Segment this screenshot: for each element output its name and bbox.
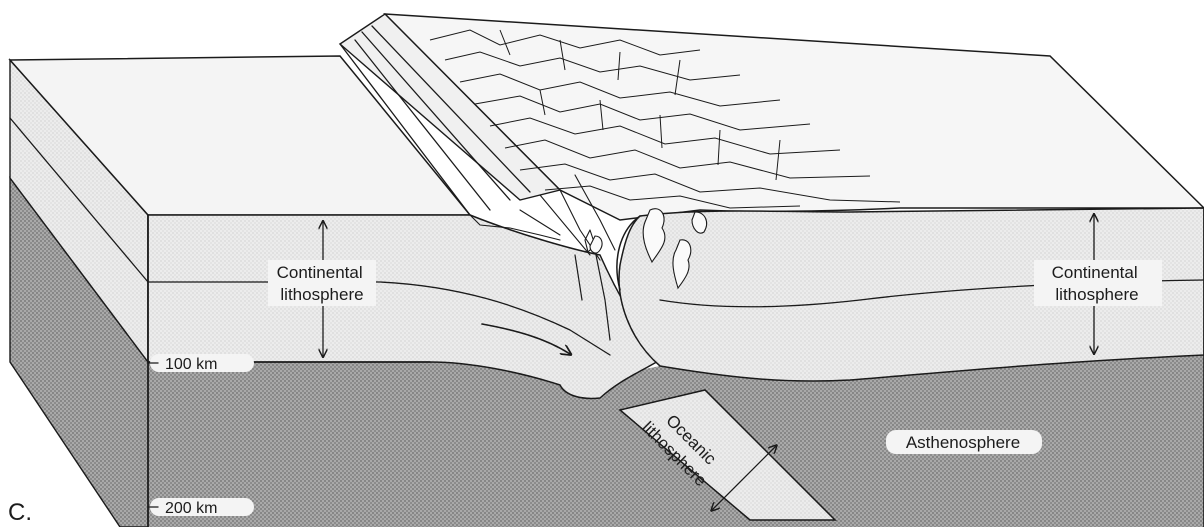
asthenosphere-label: Asthenosphere — [906, 433, 1020, 452]
depth-marker-200km: 200 km — [165, 500, 217, 517]
depth-marker-100km: 100 km — [165, 356, 217, 373]
panel-letter: C. — [8, 499, 32, 526]
